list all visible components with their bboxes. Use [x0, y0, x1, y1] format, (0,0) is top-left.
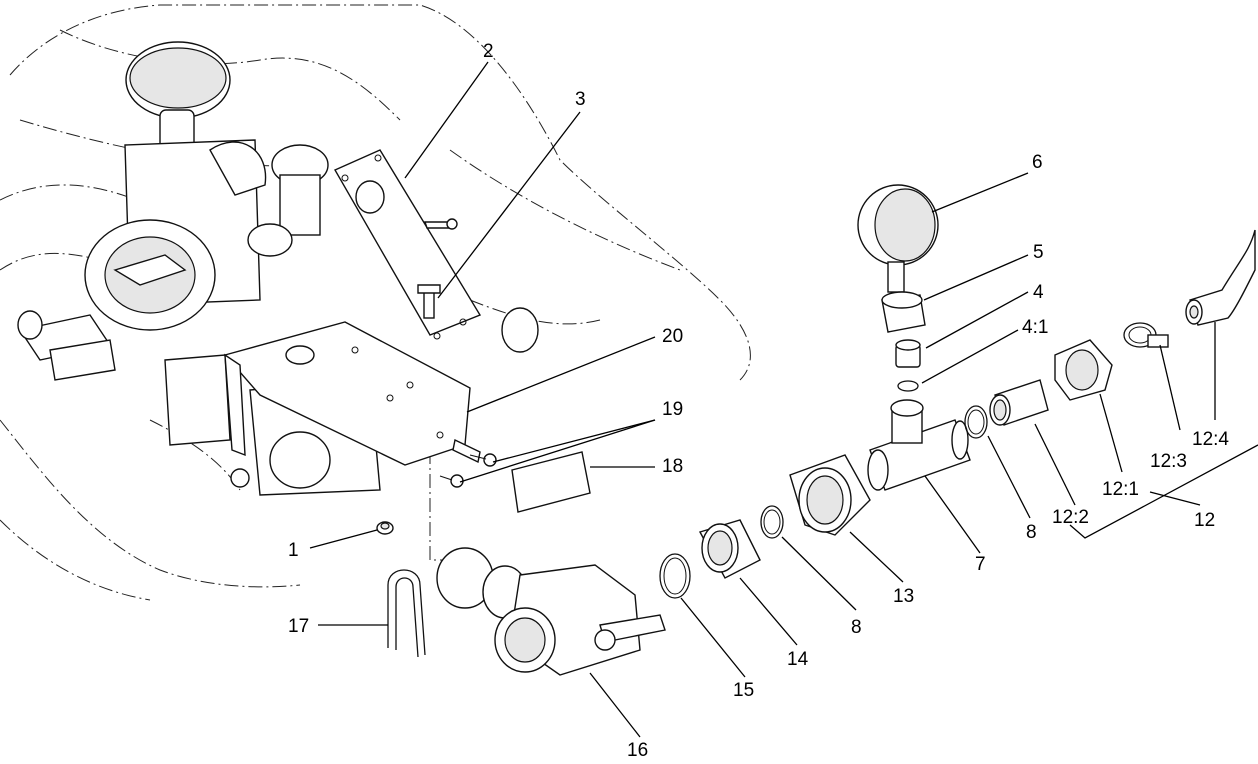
fitting-4 — [895, 339, 921, 368]
o-ring-4-1 — [897, 380, 919, 392]
coupling-nut-13 — [789, 454, 871, 536]
callout-2: 2 — [483, 41, 494, 62]
callout-17: 17 — [288, 616, 309, 637]
callout-8-a: 8 — [851, 617, 862, 638]
valve-16 — [436, 547, 666, 676]
callout-3: 3 — [575, 89, 586, 110]
callout-labels: 2 3 6 5 4 4:1 20 19 18 1 17 16 15 14 8 1… — [288, 41, 1229, 761]
callout-12-1: 12:1 — [1102, 479, 1139, 500]
leader-lines — [309, 61, 1258, 738]
callout-15: 15 — [733, 680, 754, 701]
pump-assembly-background — [17, 41, 539, 496]
gauge-nut-5 — [881, 291, 926, 333]
hose-12-4 — [1185, 229, 1256, 326]
callout-20: 20 — [662, 326, 683, 347]
bolt-3 — [417, 284, 441, 319]
nut-12-1 — [1054, 339, 1113, 401]
o-ring-8-right — [964, 405, 988, 439]
callout-16: 16 — [627, 740, 648, 761]
callout-13: 13 — [893, 586, 914, 607]
screws-19 — [439, 453, 497, 488]
callout-7: 7 — [975, 554, 986, 575]
callout-5: 5 — [1033, 242, 1044, 263]
tee-fitting-7 — [867, 399, 971, 491]
callout-4: 4 — [1033, 282, 1044, 303]
adapter-14 — [698, 519, 761, 579]
callout-12-3: 12:3 — [1150, 451, 1187, 472]
decal-18 — [511, 451, 591, 513]
nut-1 — [376, 521, 394, 535]
callout-12: 12 — [1194, 510, 1215, 531]
callout-4-1: 4:1 — [1022, 317, 1048, 338]
callout-18: 18 — [662, 456, 683, 477]
bracket-upright — [334, 149, 482, 340]
u-bolt-17 — [387, 569, 426, 658]
pressure-gauge-6 — [857, 184, 939, 293]
callout-12-2: 12:2 — [1052, 507, 1089, 528]
mounting-plate — [223, 321, 481, 466]
hose-clamp-12-3 — [1123, 322, 1169, 348]
callout-1: 1 — [288, 540, 299, 561]
callout-8-b: 8 — [1026, 522, 1037, 543]
o-ring-8-middle — [760, 505, 784, 539]
callout-19: 19 — [662, 399, 683, 420]
hose-barb-12-2 — [989, 379, 1049, 426]
o-ring-15 — [659, 553, 691, 599]
callout-14: 14 — [787, 649, 809, 670]
callout-12-4: 12:4 — [1192, 429, 1229, 450]
callout-6: 6 — [1032, 152, 1043, 173]
